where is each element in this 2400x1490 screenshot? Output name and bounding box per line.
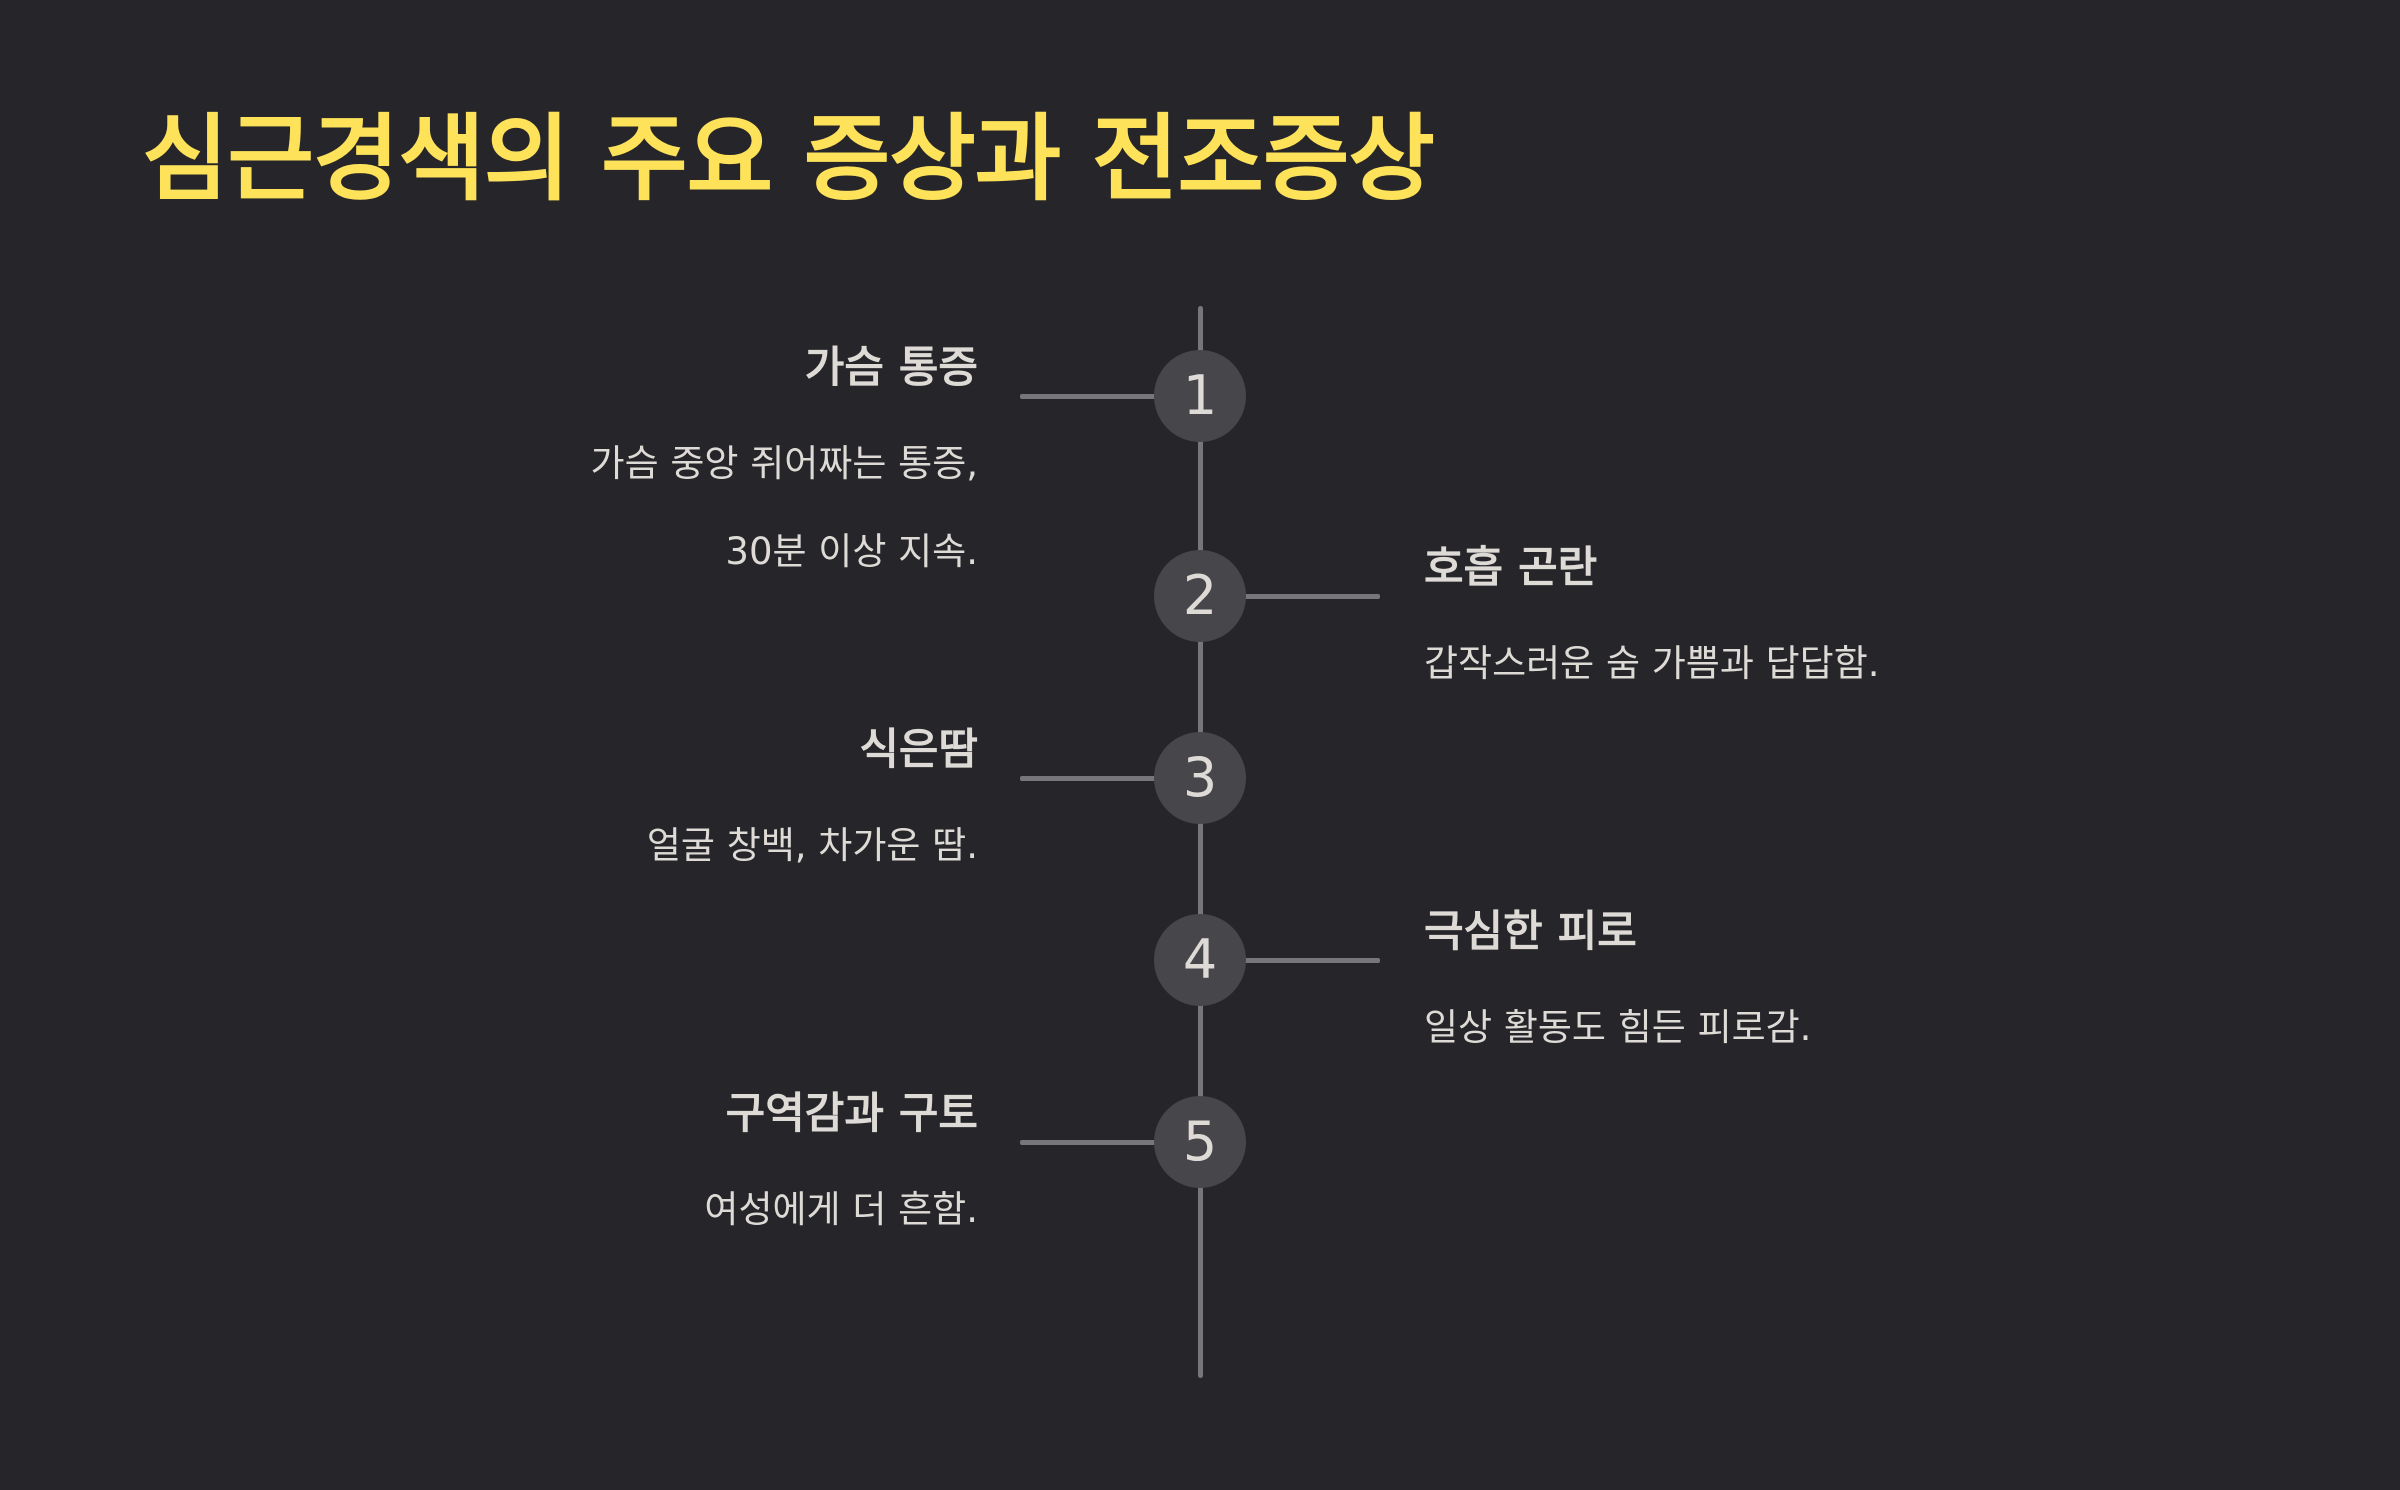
step-node: 3 [1154,732,1246,824]
timeline-axis [1198,306,1203,1378]
connector-line [1200,958,1380,963]
connector-line [1020,394,1200,399]
description-line: 갑작스러운 숨 가쁨과 답답함. [1424,642,1880,685]
description-line: 얼굴 창백, 차가운 땀. [646,824,978,867]
description-line: 가슴 중앙 쥐어짜는 통증, [590,442,978,485]
symptom-title: 식은땀 [859,725,978,775]
description-line: 일상 활동도 힘든 피로감. [1424,1006,1812,1049]
step-node: 1 [1154,350,1246,442]
description-line: 여성에게 더 흔함. [704,1188,978,1231]
symptom-description: 일상 활동도 힘든 피로감. [1424,984,2044,1072]
description-line: 30분 이상 지속. [725,530,978,573]
step-node: 2 [1154,550,1246,642]
symptom-title: 극심한 피로 [1424,907,1637,957]
connector-line [1020,776,1200,781]
symptom-title: 구역감과 구토 [725,1089,978,1139]
step-node: 5 [1154,1096,1246,1188]
page-title: 심근경색의 주요 증상과 전조증상 [142,105,1435,214]
symptom-description: 얼굴 창백, 차가운 땀. [358,802,978,890]
symptom-description: 가슴 중앙 쥐어짜는 통증, 30분 이상 지속. [358,420,978,596]
symptom-title: 가슴 통증 [804,343,978,393]
symptom-description: 갑작스러운 숨 가쁨과 답답함. [1424,620,2044,708]
step-node: 4 [1154,914,1246,1006]
symptom-description: 여성에게 더 흔함. [358,1166,978,1254]
connector-line [1020,1140,1200,1145]
symptom-title: 호흡 곤란 [1424,543,1598,593]
connector-line [1200,594,1380,599]
